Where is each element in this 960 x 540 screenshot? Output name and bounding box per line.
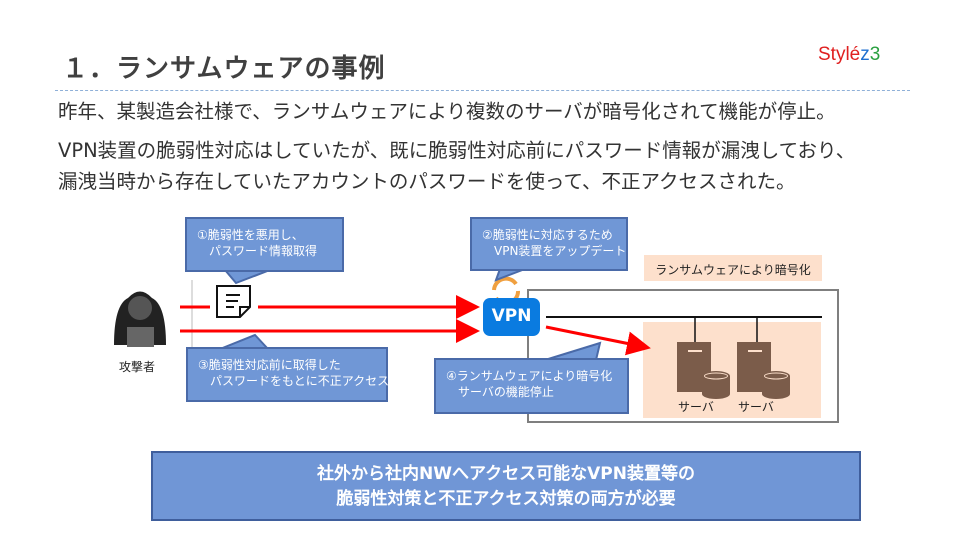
- conclusion-line-1: 社外から社内NWへアクセス可能なVPN装置等の: [317, 464, 695, 484]
- server-icon: [677, 342, 730, 399]
- callout-4: ④ランサムウェアにより暗号化 サーバの機能停止: [434, 358, 629, 414]
- callout-1: ①脆弱性を悪用し、 パスワード情報取得: [185, 217, 344, 272]
- document-icon: [216, 285, 251, 318]
- body-line-1: 昨年、某製造会社様で、ランサムウェアにより複数のサーバが暗号化されて機能が停止。: [58, 100, 836, 123]
- body-line-2: VPN装置の脆弱性対応はしていたが、既に脆弱性対応前にパスワード情報が漏洩してお…: [58, 139, 856, 162]
- conclusion-line-2: 脆弱性対策と不正アクセス対策の両方が必要: [336, 489, 676, 509]
- server-label: サーバ: [738, 400, 774, 414]
- vpn-label: VPN: [491, 306, 532, 326]
- page-title: １．ランサムウェアの事例: [62, 54, 386, 84]
- server-label: サーバ: [678, 400, 714, 414]
- arrow-3: [545, 325, 651, 356]
- vpn-device: [483, 298, 540, 336]
- hacker-icon: [114, 291, 166, 347]
- encrypted-area: [643, 322, 821, 418]
- logo: Styléz3: [818, 44, 881, 65]
- encrypted-label: ランサムウェアにより暗号化: [655, 263, 811, 277]
- callout-3: ③脆弱性対応前に取得した パスワードをもとに不正アクセス: [186, 347, 389, 402]
- callout-2: ②脆弱性に対応するため VPN装置をアップデート: [470, 217, 628, 271]
- conclusion-box: 社外から社内NWへアクセス可能なVPN装置等の 脆弱性対策と不正アクセス対策の両…: [151, 451, 861, 521]
- attacker-label: 攻撃者: [119, 360, 156, 374]
- body-line-3: 漏洩当時から存在していたアカウントのパスワードを使って、不正アクセスされた。: [58, 170, 796, 193]
- encrypted-label-box: [644, 255, 822, 281]
- server-icon: [737, 342, 790, 399]
- title-divider: [55, 90, 910, 91]
